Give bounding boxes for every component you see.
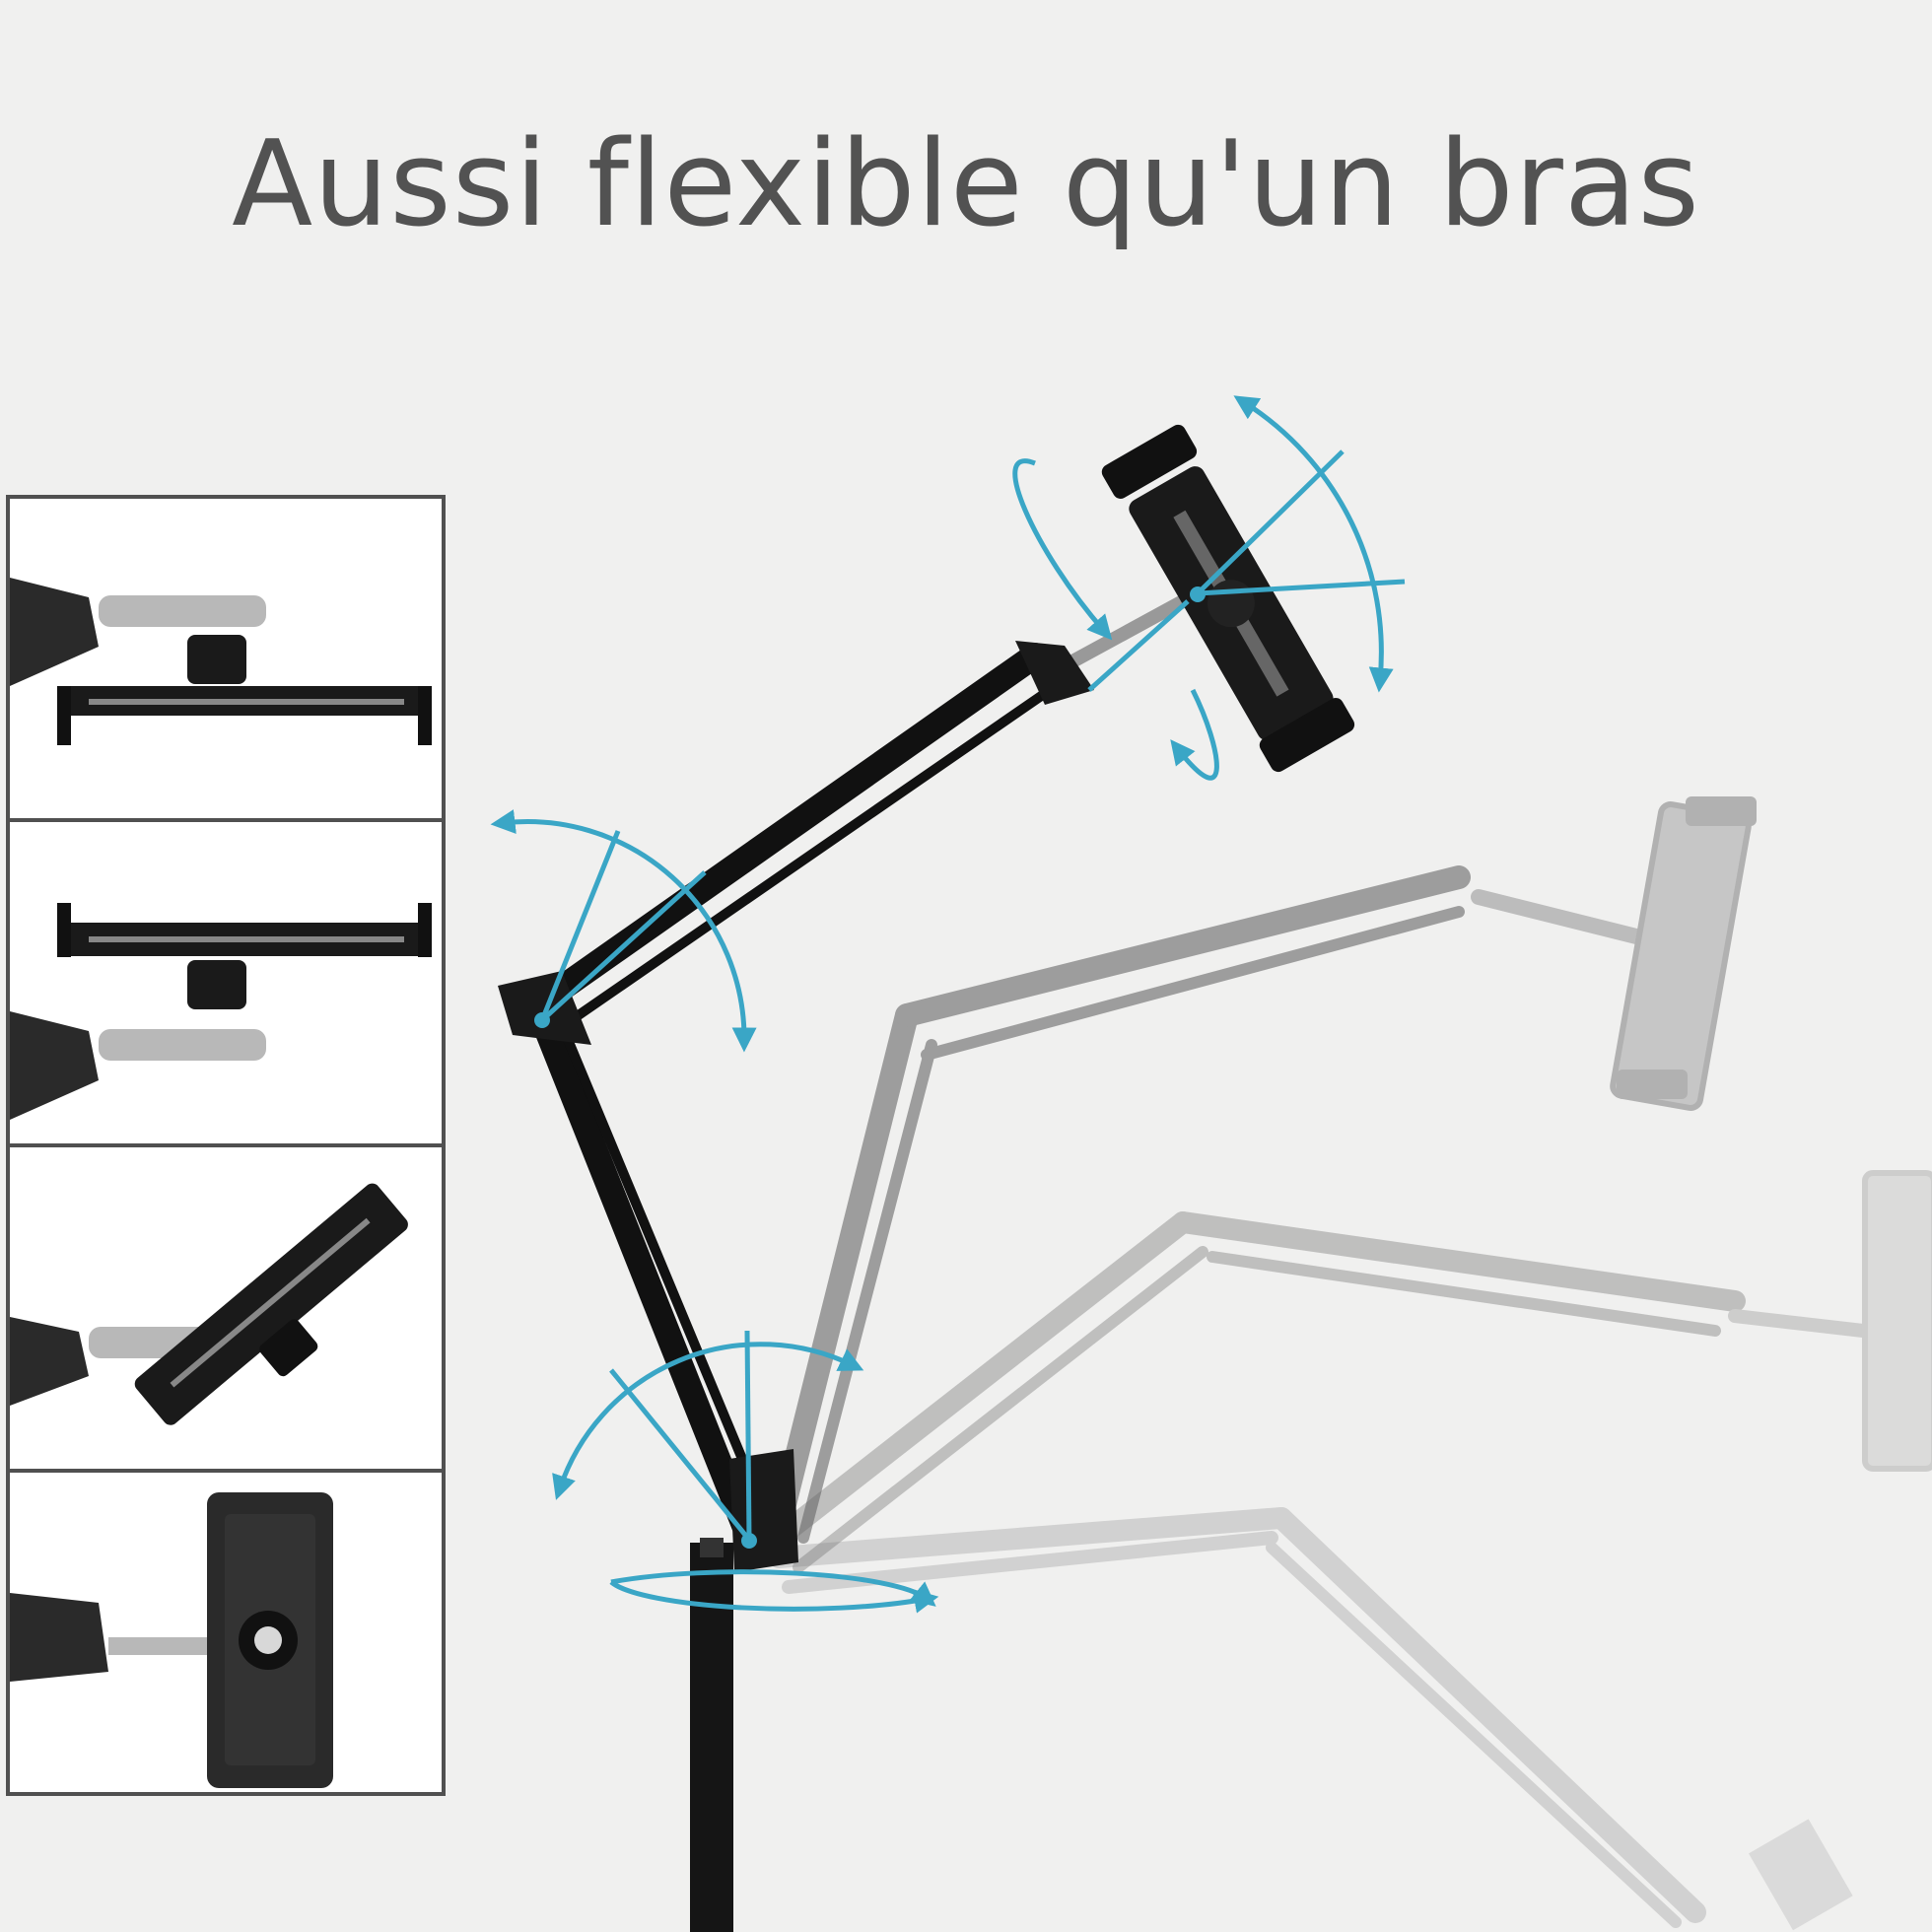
- ghost-arm-low: [768, 1507, 1853, 1931]
- detail-tilted-mount: [10, 1149, 442, 1473]
- ghost-arm-high: [767, 796, 1757, 1544]
- detail-vertical-mount: [10, 1475, 442, 1798]
- head-joint: [1015, 641, 1094, 705]
- stand-pole: [690, 1543, 733, 1932]
- tablet-clamp-top-view-icon: [10, 578, 432, 745]
- rotation-arrows: [490, 395, 1406, 1614]
- ghost-arm-mid: [768, 1170, 1932, 1573]
- tablet-clamp-bottom-view-icon: [10, 903, 432, 1120]
- pivot-dot-head: [1190, 586, 1206, 602]
- tablet-clamp-back-view-icon: [10, 1492, 333, 1788]
- detail-horizontal-mount: [10, 499, 442, 822]
- pivot-dot-elbow: [534, 1012, 550, 1028]
- pivot-dot-base: [741, 1533, 757, 1549]
- detail-flipped-mount: [10, 824, 442, 1147]
- tablet-clamp-tilted-icon: [10, 1183, 408, 1425]
- base-joint: [729, 1449, 798, 1572]
- page-title: Aussi flexible qu'un bras: [232, 116, 1700, 253]
- detail-panels: [6, 495, 446, 1796]
